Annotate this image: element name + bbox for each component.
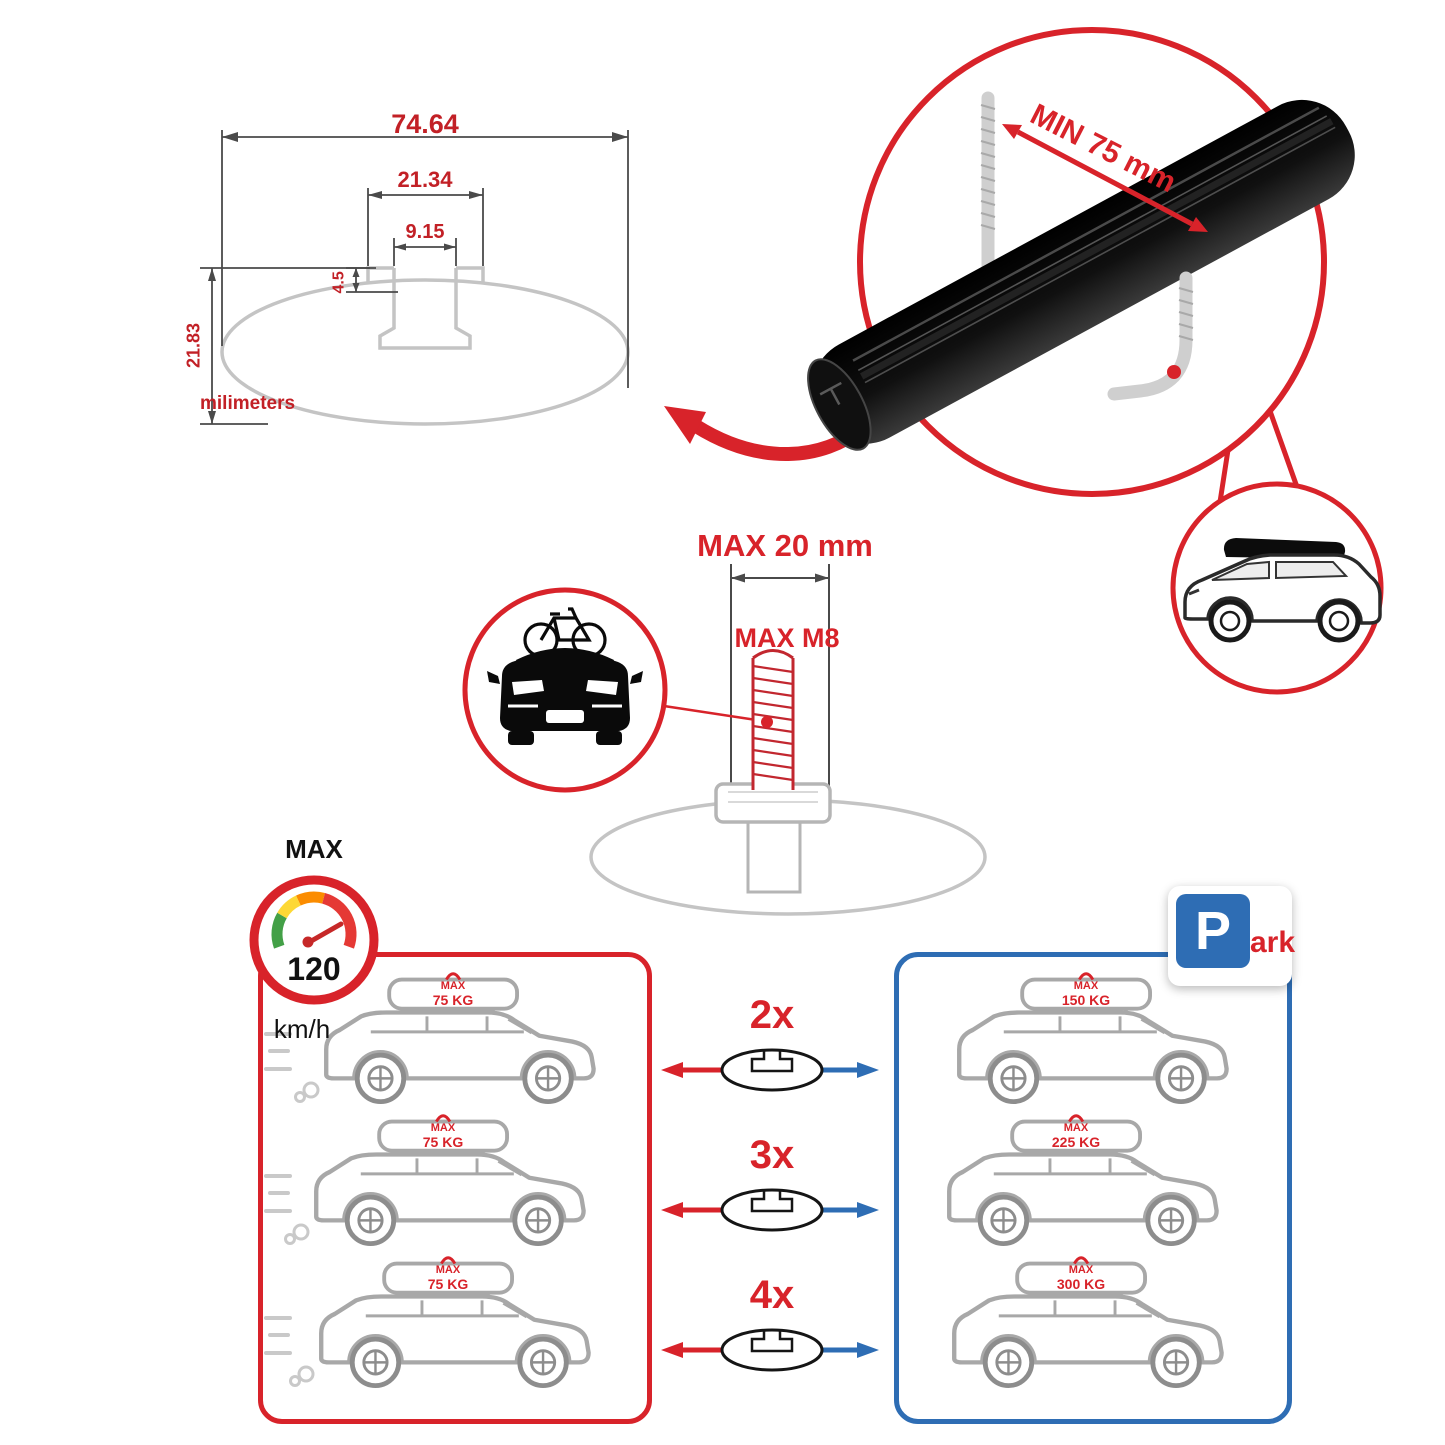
parked-cars-art (898, 958, 1276, 1408)
roof-load-label: MAX 300 KG (1056, 1264, 1106, 1293)
leader-line (663, 704, 764, 723)
bar-count-row (661, 1048, 879, 1092)
exhaust-puffs (284, 1081, 320, 1387)
speedometer-icon (249, 875, 379, 1005)
crossbar-3d-view (807, 27, 1384, 695)
bolt-max-length-label: MAX 20 mm (697, 528, 873, 563)
zoom-circle (857, 27, 1327, 497)
bike-on-car-badge (462, 587, 668, 793)
car-with-roofbox-detail (1170, 481, 1384, 695)
multiplier-2x: 2x (749, 993, 795, 1037)
bolt-max-size-label: MAX M8 (734, 623, 840, 653)
car-front-icon (487, 648, 643, 745)
roof-load-label: MAX 225 KG (1051, 1122, 1101, 1151)
bolt-detail (589, 564, 987, 916)
dimension-arrowheads (208, 132, 628, 424)
min-75-arrow (1002, 124, 1208, 232)
parking-p-tile: P (1176, 894, 1250, 968)
speed-limit-value: 120 (287, 951, 341, 987)
speed-limit-heading: MAX (285, 834, 343, 864)
cross-section-drawing (200, 130, 630, 426)
roof-load-label: MAX 150 KG (1061, 980, 1111, 1009)
dim-total-height-label: 21.83 (183, 322, 204, 368)
driving-cars-art (264, 958, 640, 1408)
dim-total-width-label: 74.64 (391, 109, 459, 139)
parking-suffix: ark (1250, 926, 1296, 959)
dim-channel-outer-label: 21.34 (397, 167, 453, 192)
roof-load-label: MAX 75 KG (432, 980, 474, 1009)
slot-stem (746, 816, 802, 894)
motion-lines (264, 1032, 292, 1355)
dim-lip-depth-label: 4.5 (330, 271, 348, 294)
thread-point-dot (761, 716, 773, 728)
callout-stem-lines (1217, 410, 1300, 503)
bolt-dimension-lines (730, 564, 830, 792)
parking-letter: P (1194, 901, 1232, 961)
speed-limit-unit: km/h (273, 1014, 331, 1044)
roof-load-label: MAX 75 KG (422, 1122, 464, 1151)
u-bolt-upper-rod (980, 91, 996, 275)
clamp-point-dot (1167, 365, 1181, 379)
u-bolt-lower-rod (1107, 271, 1194, 401)
parking-sign: P ark (1168, 886, 1296, 986)
multiplier-3x: 3x (749, 1133, 795, 1177)
crossbar-bar (807, 99, 1355, 451)
dim-channel-inner-label: 9.15 (405, 221, 445, 243)
units-label: milimeters (200, 393, 296, 414)
bar-count-arrows (645, 1048, 895, 1385)
multiplier-4x: 4x (749, 1273, 795, 1317)
bolt-icon (752, 664, 794, 782)
roof-load-label: MAX 75 KG (427, 1264, 469, 1293)
